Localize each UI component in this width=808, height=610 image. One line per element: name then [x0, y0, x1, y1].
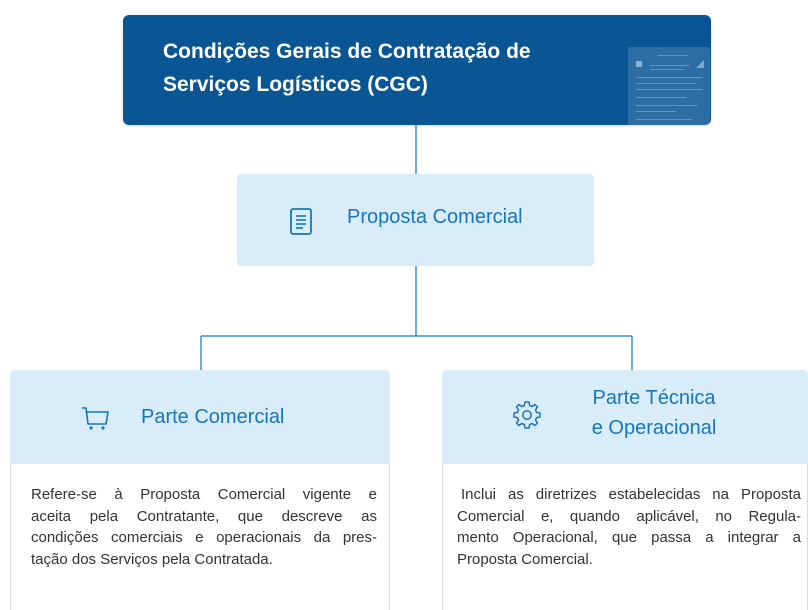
- commercial-part-header: Parte Comercial: [10, 370, 390, 464]
- gear-icon: [513, 401, 541, 429]
- cgc-header-box: Condições Gerais de Contratação de Servi…: [123, 15, 711, 125]
- commercial-part-description: Refere-se à Proposta Comercial vigente e…: [31, 484, 377, 570]
- commercial-part-title: Parte Comercial: [141, 406, 285, 428]
- technical-part-body: Inclui as diretrizes estabelecidas na Pr…: [442, 464, 808, 610]
- commercial-part-body: Refere-se à Proposta Comercial vigente e…: [10, 464, 390, 610]
- technical-part-header: Parte Técnica e Operacional: [442, 370, 808, 464]
- document-icon: [290, 208, 312, 235]
- technical-part-description: Inclui as diretrizes estabelecidas na Pr…: [457, 484, 801, 570]
- commercial-desc-line3: condições comerciais e operacionais da p…: [31, 529, 377, 546]
- technical-title-line1: Parte Técnica: [592, 387, 716, 409]
- commercial-desc-line2: aceita pela Contratante, que descreve as: [31, 507, 377, 525]
- commercial-desc-line1: Refere-se à Proposta Comercial vigente e: [31, 486, 377, 503]
- technical-desc-line2: Comercial e, quando aplicável, no Regula…: [457, 507, 801, 525]
- proposal-label: Proposta Comercial: [347, 206, 523, 228]
- document-thumbnail-icon: [628, 47, 710, 125]
- technical-desc-line1: Inclui as diretrizes estabelecidas na Pr…: [461, 486, 801, 503]
- commercial-part-card: Parte Comercial Refere-se à Proposta Com…: [10, 370, 390, 610]
- shopping-cart-icon: [82, 407, 109, 430]
- technical-title-line2: e Operacional: [591, 417, 717, 439]
- technical-desc-line3: mento Operacional, que passa a integrar …: [457, 529, 801, 546]
- technical-desc-line4: Proposta Comercial.: [457, 550, 593, 568]
- commercial-desc-line4: tação dos Serviços pela Contratada.: [31, 550, 273, 568]
- cgc-title: Condições Gerais de Contratação de Servi…: [163, 35, 603, 101]
- technical-part-card: Parte Técnica e Operacional Inclui as di…: [442, 370, 808, 610]
- proposal-box: Proposta Comercial: [237, 174, 594, 266]
- cgc-title-line2: Serviços Logísticos (CGC): [163, 73, 428, 96]
- technical-part-title: Parte Técnica e Operacional: [584, 383, 724, 443]
- cgc-title-line1: Condições Gerais de Contratação de: [163, 40, 531, 63]
